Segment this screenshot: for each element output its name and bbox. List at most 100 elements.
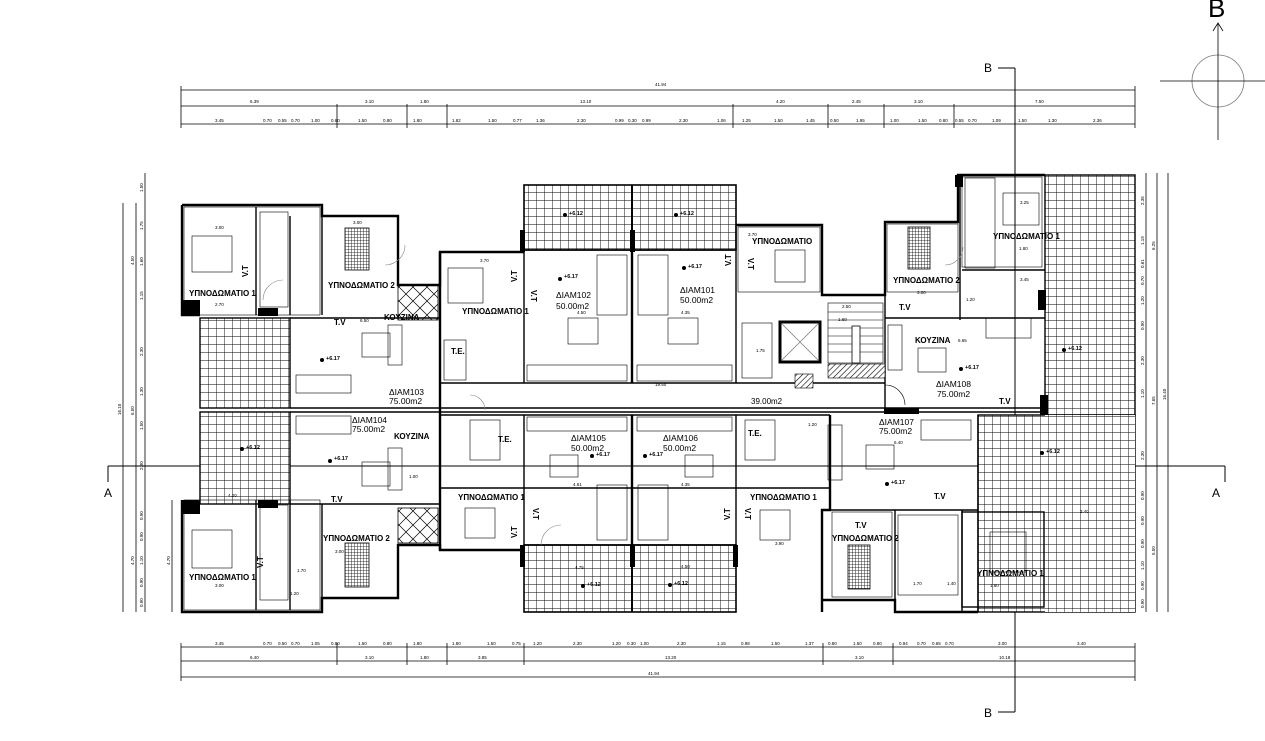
- dim-bottom-detail: 0.70: [917, 641, 926, 646]
- dim-right-detail: 2.30: [1140, 356, 1145, 365]
- room-dim: 3.00: [917, 290, 926, 295]
- dim-left-detail: 1.30: [139, 387, 144, 396]
- room-dim: 4.00: [228, 493, 237, 498]
- level-marker: +6.12: [1068, 346, 1082, 352]
- room-dim: 6.65: [958, 338, 967, 343]
- room-dim: 6.40: [894, 440, 903, 445]
- dim-bottom-detail: 0.80: [383, 641, 392, 646]
- building-walls: [180, 173, 1048, 614]
- room-dim: 1.00: [409, 474, 418, 479]
- stairwell: [827, 302, 906, 406]
- dim-left-detail: 2.30: [139, 461, 144, 470]
- room-label-kitchen: ΚΟΥΖΙΝΑ: [915, 336, 951, 345]
- dim-top-detail: 1.50: [488, 118, 497, 123]
- dim-right-mid: 5.50: [1151, 546, 1156, 555]
- dim-top-mid: 6.39: [250, 99, 259, 104]
- dim-bottom-mid: 6.40: [250, 655, 259, 660]
- dim-left-detail: 1.15: [139, 291, 144, 300]
- dim-bottom-detail: 0.70: [291, 641, 300, 646]
- level-marker: +6.12: [674, 581, 688, 587]
- level-marker: +6.12: [569, 211, 583, 217]
- level-marker: +6.17: [564, 274, 578, 280]
- room-label-wc: T.E.: [451, 347, 465, 356]
- room-label-kitchen: ΚΟΥΖΙΝΑ: [394, 432, 430, 441]
- dim-top-detail: 1.95: [856, 118, 865, 123]
- room-dim: 1.20: [290, 591, 299, 596]
- level-marker: +6.17: [596, 452, 610, 458]
- room-dim: 3.70: [748, 232, 757, 237]
- apt-101-name: ΔΙΑΜ101: [680, 285, 715, 295]
- dim-top-detail: 2.36: [1093, 118, 1102, 123]
- dim-left-mid: 4.70: [130, 556, 135, 565]
- dim-top-detail: 3.45: [215, 118, 224, 123]
- dim-top-detail: 0.70: [263, 118, 272, 123]
- apt-105-name: ΔΙΑΜ105: [571, 433, 606, 443]
- room-label-bedroom: ΥΠΝΟΔΩΜΑΤΙΟ: [752, 237, 812, 246]
- dim-bottom-detail: 0.65: [932, 641, 941, 646]
- dim-bottom-detail: 1.50: [487, 641, 496, 646]
- dim-top-mid: 7.50: [1035, 99, 1044, 104]
- room-dim: 3.70: [480, 258, 489, 263]
- dim-bottom-mid: 13.20: [665, 655, 677, 660]
- dim-top-detail: 1.09: [992, 118, 1001, 123]
- dim-right-detail: 0.90: [1140, 581, 1145, 590]
- dim-bottom-detail: 1.80: [413, 641, 422, 646]
- room-dim: 4.61: [573, 482, 582, 487]
- level-marker: +6.17: [965, 365, 979, 371]
- dim-top-detail: 0.55: [955, 118, 964, 123]
- dim-left-mid: 4.50: [130, 256, 135, 265]
- room-dim: 1.20: [808, 422, 817, 427]
- level-marker: +6.17: [688, 264, 702, 270]
- room-label-wc: T.E.: [748, 429, 762, 438]
- wardrobe-label: V.T: [510, 270, 519, 282]
- room-label-bedroom2: ΥΠΝΟΔΩΜΑΤΙΟ 2: [323, 534, 390, 543]
- level-marker: +6.12: [1046, 449, 1060, 455]
- dim-bottom-detail: 0.70: [945, 641, 954, 646]
- room-dim: 4.35: [681, 482, 690, 487]
- dim-bottom-detail: 1.50: [771, 641, 780, 646]
- dim-top-detail: 0.70: [291, 118, 300, 123]
- dim-right-detail: 2.30: [1140, 451, 1145, 460]
- room-dim: 1.80: [990, 583, 999, 588]
- dim-bottom-detail: 2.30: [677, 641, 686, 646]
- right-dimension-chain: 2.36 1.19 0.61 0.70 1.20 0.90 2.30 1.10 …: [1140, 173, 1169, 612]
- room-dim: 3.40: [1080, 509, 1089, 514]
- wardrobe-label: V.T: [746, 258, 755, 270]
- dim-bottom-detail: 3.00: [998, 641, 1007, 646]
- dim-left-detail: 1.75: [139, 221, 144, 230]
- apt-102-name: ΔΙΑΜ102: [556, 290, 591, 300]
- room-dim: 3.00: [215, 583, 224, 588]
- wardrobe-label: V.T: [723, 508, 732, 520]
- room-label-bedroom1: ΥΠΝΟΔΩΜΑΤΙΟ 1: [189, 289, 256, 298]
- dim-top-mid: 13.10: [580, 99, 592, 104]
- dim-bottom-detail: 1.50: [358, 641, 367, 646]
- dim-left-detail: 1.50: [139, 183, 144, 192]
- wardrobe-label: V.T: [256, 556, 265, 568]
- wardrobe-label: V.T: [241, 265, 250, 277]
- tv-label: T.V: [331, 495, 343, 504]
- tv-label: T.V: [934, 492, 946, 501]
- dim-bottom-detail: 1.00: [640, 641, 649, 646]
- level-marker: +6.17: [334, 456, 348, 462]
- dim-top-detail: 1.50: [1018, 118, 1027, 123]
- level-markers: +6.12 +6.12 +6.17 +6.17 +6.17 +6.17 +6.1…: [240, 211, 1082, 588]
- room-dim: 6.50: [360, 318, 369, 323]
- level-marker: +6.17: [326, 356, 340, 362]
- dim-left-detail: 0.90: [139, 532, 144, 541]
- dim-left-mid: 6.50: [130, 406, 135, 415]
- dim-bottom-detail: 0.80: [331, 641, 340, 646]
- dim-bottom-mid: 3.85: [478, 655, 487, 660]
- dim-right-detail: 2.36: [1140, 196, 1145, 205]
- apt-108-area: 75.00m2: [937, 389, 970, 399]
- room-label-bedroom1: ΥΠΝΟΔΩΜΑΤΙΟ 1: [750, 493, 817, 502]
- tv-label: T.V: [999, 397, 1011, 406]
- furniture: [191, 177, 1040, 601]
- dim-top-detail: 1.06: [717, 118, 726, 123]
- dim-bottom-detail: 1.80: [452, 641, 461, 646]
- dim-right-detail: 1.10: [1140, 389, 1145, 398]
- north-label: B: [1208, 0, 1225, 23]
- dim-bottom-detail: 0.30: [627, 641, 636, 646]
- dim-right-mid: 7.65: [1151, 396, 1156, 405]
- room-dim: 4.50: [577, 310, 586, 315]
